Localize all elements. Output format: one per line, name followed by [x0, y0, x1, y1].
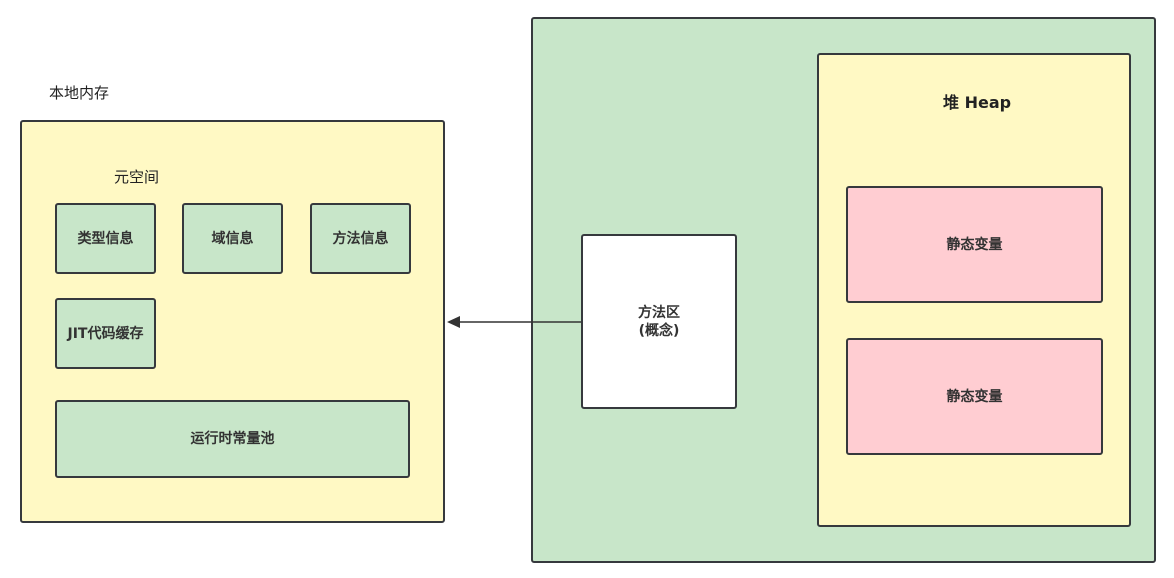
static-variable-box-1: 静态变量 [846, 186, 1103, 303]
runtime-constant-pool-box: 运行时常量池 [55, 400, 410, 478]
method-area-label: 方法区 [638, 304, 680, 321]
field-info-box: 域信息 [182, 203, 283, 274]
type-info-box: 类型信息 [55, 203, 156, 274]
static-variable-box-2: 静态变量 [846, 338, 1103, 455]
method-area-concept-label: (概念) [638, 322, 680, 339]
heap-title: 堆 Heap [943, 93, 1012, 112]
jit-code-cache-box: JIT代码缓存 [55, 298, 156, 369]
local-memory-title: 本地内存 [49, 84, 110, 102]
metaspace-title: 元空间 [114, 168, 160, 186]
method-info-box: 方法信息 [310, 203, 411, 274]
arrow-head [447, 316, 460, 328]
method-area-box: 方法区 (概念) [581, 234, 737, 409]
